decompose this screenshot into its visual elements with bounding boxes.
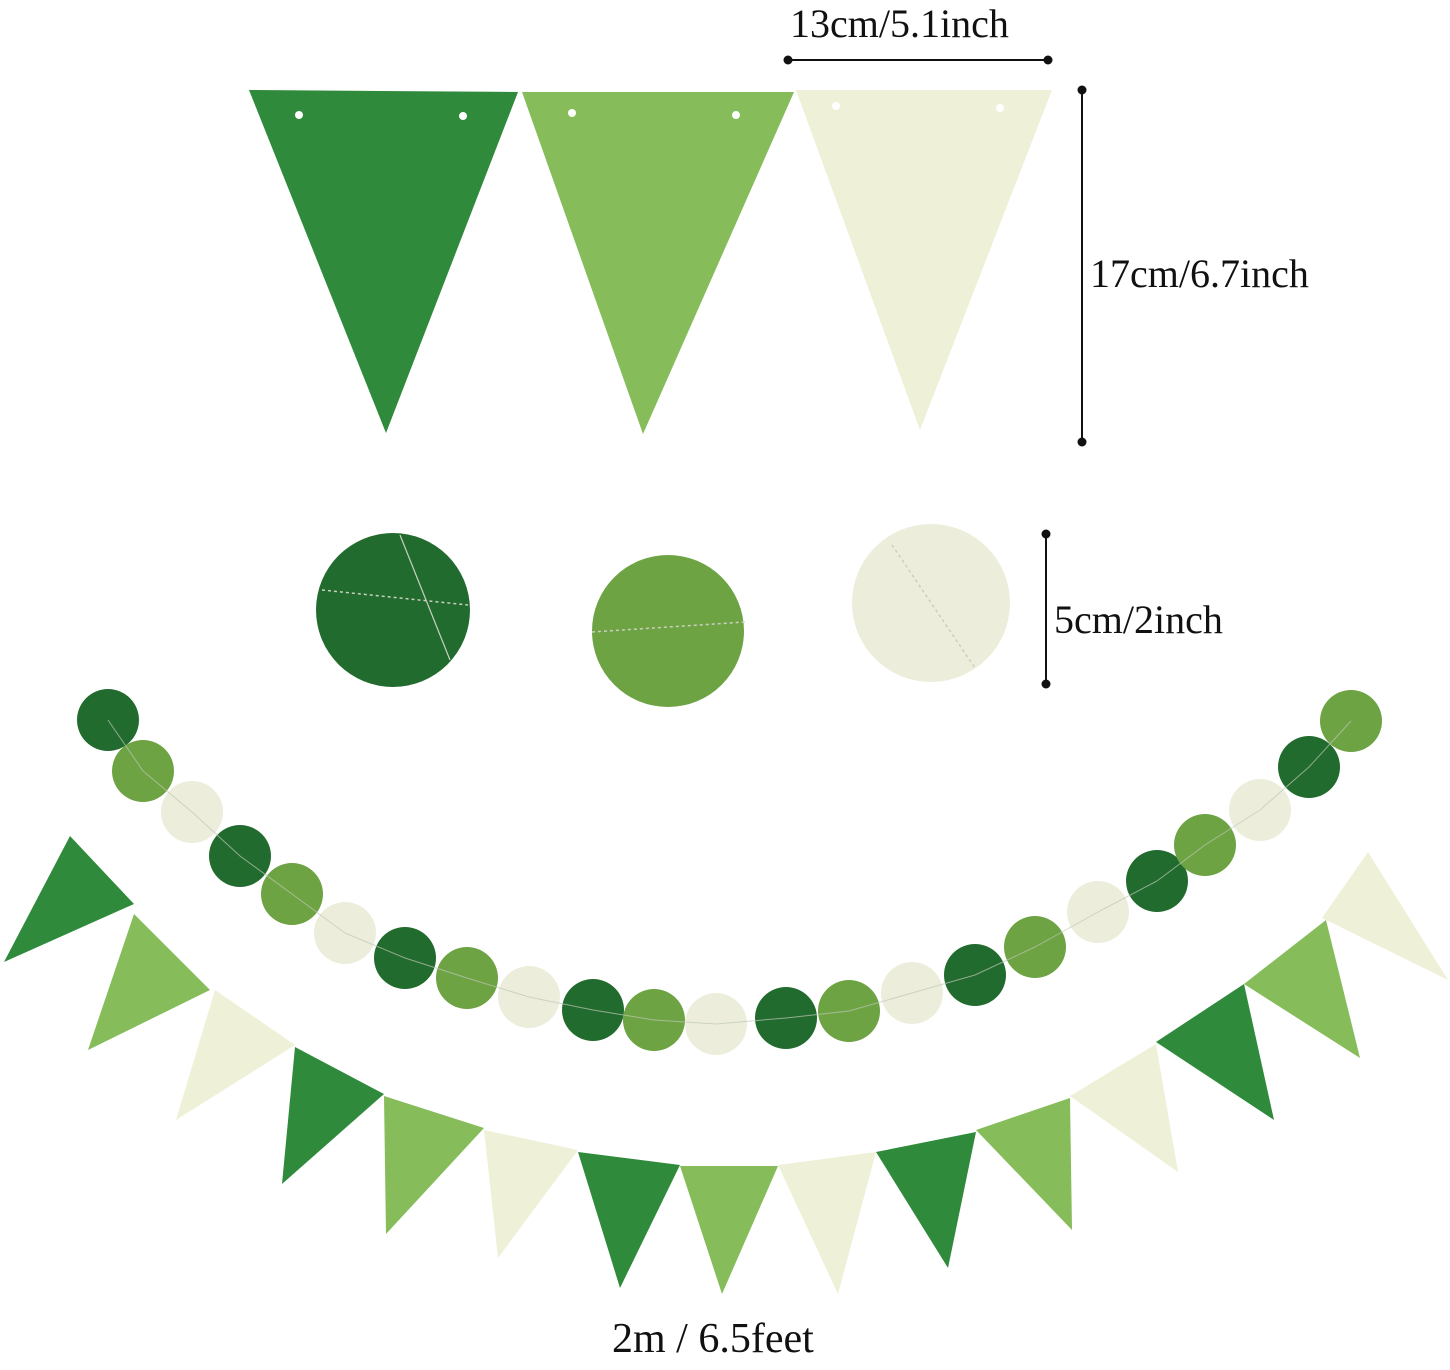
stitch-line	[891, 544, 976, 669]
pennant-flag	[522, 92, 794, 434]
pennant-flag	[796, 90, 1052, 430]
garland-thread	[1097, 880, 1158, 913]
stitch-line	[321, 589, 469, 606]
dimension-endpoint	[1077, 437, 1087, 447]
garland-thread	[715, 1017, 787, 1025]
paper-circle	[852, 524, 1010, 682]
garland-pennant	[976, 1098, 1072, 1230]
string-hole	[732, 111, 740, 119]
garland-pennant	[876, 1132, 976, 1268]
garland-length-label: 2m / 6.5feet	[612, 1316, 814, 1362]
pennant-flag	[249, 90, 518, 433]
garland-thread	[404, 957, 468, 979]
garland-thread	[848, 992, 913, 1012]
stitch-line	[591, 621, 746, 633]
garland-thread	[653, 1019, 717, 1025]
garland-pennant	[778, 1152, 876, 1294]
garland-pennant	[384, 1096, 484, 1234]
string-hole	[832, 102, 840, 110]
garland-pennant	[1322, 852, 1448, 980]
paper-circle	[316, 533, 470, 687]
garland-thread	[466, 977, 530, 998]
garland-thread	[1156, 844, 1206, 882]
string-hole	[459, 112, 467, 120]
pennant-width-label: 13cm/5.1inch	[790, 1, 1009, 46]
string-hole	[996, 104, 1004, 112]
dimension-endpoint	[783, 55, 793, 65]
string-hole	[295, 111, 303, 119]
garland-thread	[191, 811, 241, 857]
dimension-endpoint	[1041, 529, 1051, 539]
garland-thread	[142, 770, 193, 813]
garland-thread	[974, 946, 1036, 976]
garland-pennant	[176, 990, 295, 1120]
garland-thread	[1308, 720, 1352, 768]
dimension-endpoint	[1043, 55, 1053, 65]
dimension-endpoint	[1077, 85, 1087, 95]
garland-thread	[592, 1009, 655, 1021]
garland-pennant	[4, 836, 134, 962]
dimension-endpoint	[1041, 679, 1051, 689]
garland-thread	[1204, 809, 1261, 846]
garland-thread	[344, 932, 406, 959]
stitch-line	[399, 534, 451, 661]
garland-thread	[1034, 911, 1099, 948]
garland-pennant	[578, 1152, 680, 1288]
garland-pennant	[484, 1130, 578, 1258]
garland-pennant	[1244, 920, 1360, 1058]
garland-thread	[1259, 766, 1310, 811]
garland-thread	[107, 719, 144, 772]
garland-thread	[911, 974, 976, 994]
garland-pennant	[88, 914, 210, 1050]
garland-pennant	[680, 1166, 778, 1294]
garland-thread	[785, 1010, 850, 1019]
garland-pennant	[282, 1047, 384, 1184]
string-hole	[568, 109, 576, 117]
garland-pennant	[1070, 1044, 1178, 1172]
pennant-height-label: 17cm/6.7inch	[1090, 251, 1309, 296]
garland-thread	[291, 893, 346, 934]
garland-pennant	[1156, 984, 1274, 1120]
paper-circle	[592, 555, 744, 707]
circle-diameter-label: 5cm/2inch	[1054, 597, 1223, 642]
garland-thread	[528, 996, 594, 1011]
garland-thread	[239, 855, 293, 895]
